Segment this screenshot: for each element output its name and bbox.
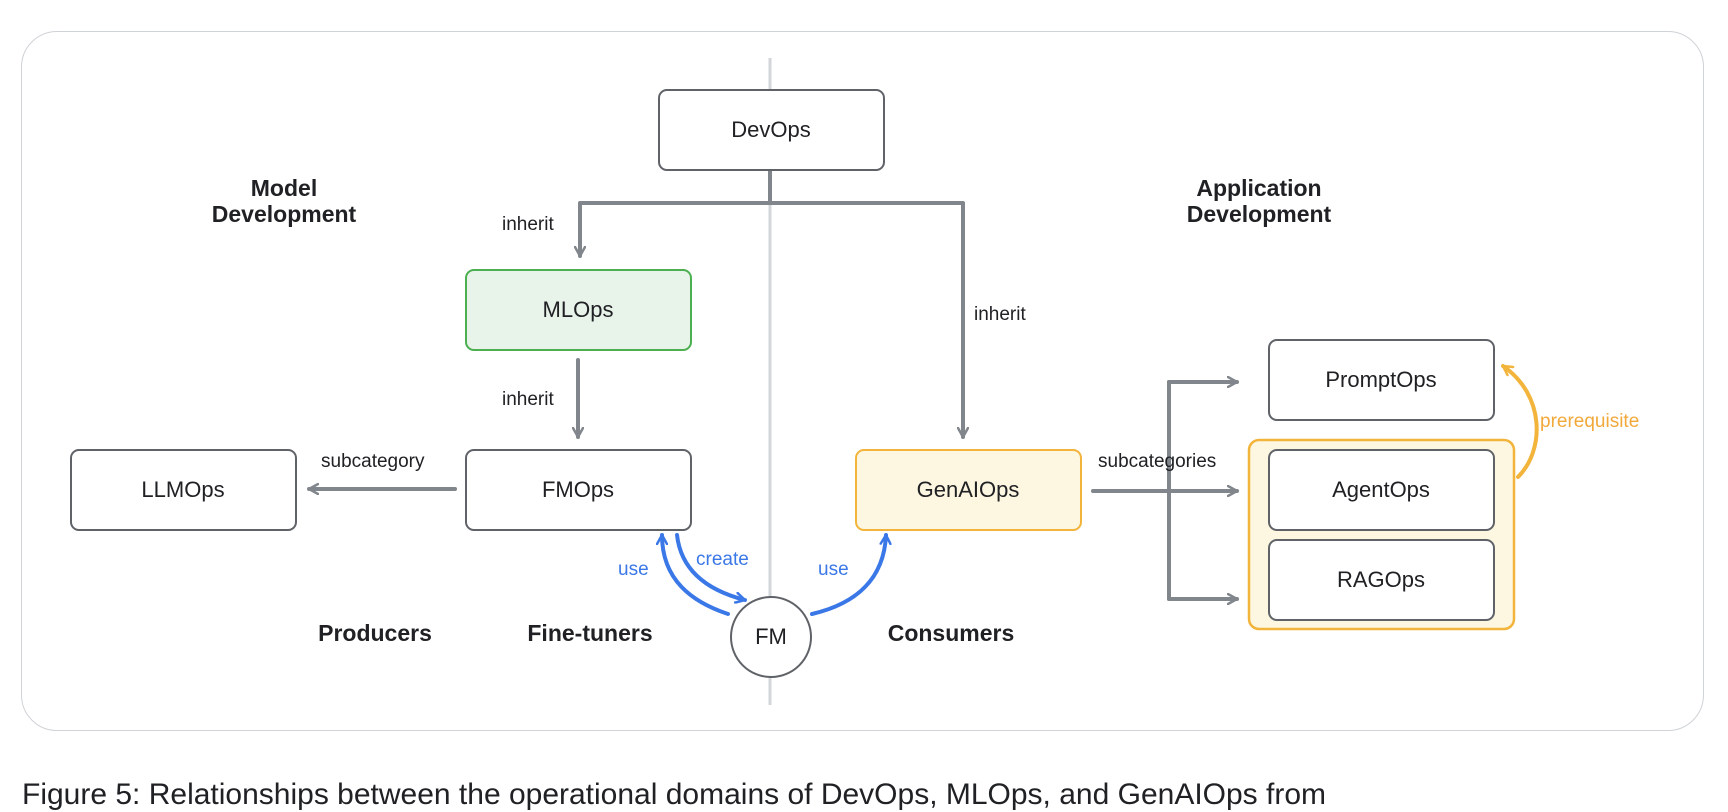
fm-use-genaiops-arrow — [810, 533, 886, 616]
figure-caption: Figure 5: Relationships between the oper… — [22, 778, 1327, 811]
devops-label: DevOps — [731, 117, 810, 142]
fm-use-fmops-arrow — [662, 533, 730, 616]
inherit-label-devops-mlops: inherit — [502, 214, 554, 235]
model-development-heading-line1: Model — [251, 175, 317, 201]
subcategory-label: subcategory — [321, 451, 425, 472]
promptops-node: PromptOps — [1268, 339, 1495, 421]
genaiops-label: GenAIOps — [917, 477, 1020, 502]
inherit-label-devops-genaiops: inherit — [974, 304, 1026, 325]
devops-to-mlops-arrow — [580, 201, 772, 258]
devops-to-genaiops-arrow — [768, 201, 963, 439]
subcategories-label: subcategories — [1098, 451, 1216, 472]
mlops-label: MLOps — [543, 297, 614, 322]
create-label: create — [696, 549, 749, 570]
prerequisite-label: prerequisite — [1540, 411, 1639, 432]
application-development-heading-line2: Development — [1187, 201, 1332, 227]
fmops-label: FMOps — [542, 477, 614, 502]
application-development-heading-line1: Application — [1196, 175, 1321, 201]
model-development-heading-line2: Development — [212, 201, 357, 227]
fm-node: FM — [730, 596, 812, 678]
mlops-node: MLOps — [465, 269, 692, 351]
inherit-label-mlops-fmops: inherit — [502, 389, 554, 410]
llmops-node: LLMOps — [70, 449, 297, 531]
promptops-label: PromptOps — [1325, 367, 1436, 392]
use-label-genaiops: use — [818, 559, 849, 580]
use-label-fmops: use — [618, 559, 649, 580]
agentops-node: AgentOps — [1268, 449, 1495, 531]
fine-tuners-label: Fine-tuners — [527, 620, 652, 646]
fmops-create-fm-arrow — [675, 533, 747, 600]
consumers-label: Consumers — [888, 620, 1015, 646]
llmops-label: LLMOps — [141, 477, 224, 502]
producers-label: Producers — [318, 620, 432, 646]
fmops-node: FMOps — [465, 449, 692, 531]
devops-node: DevOps — [658, 89, 885, 171]
prerequisite-arrow — [1501, 364, 1539, 479]
fm-label: FM — [755, 624, 787, 649]
genaiops-node: GenAIOps — [855, 449, 1082, 531]
agentops-label: AgentOps — [1332, 477, 1430, 502]
ragops-node: RAGOps — [1268, 539, 1495, 621]
ragops-label: RAGOps — [1337, 567, 1425, 592]
